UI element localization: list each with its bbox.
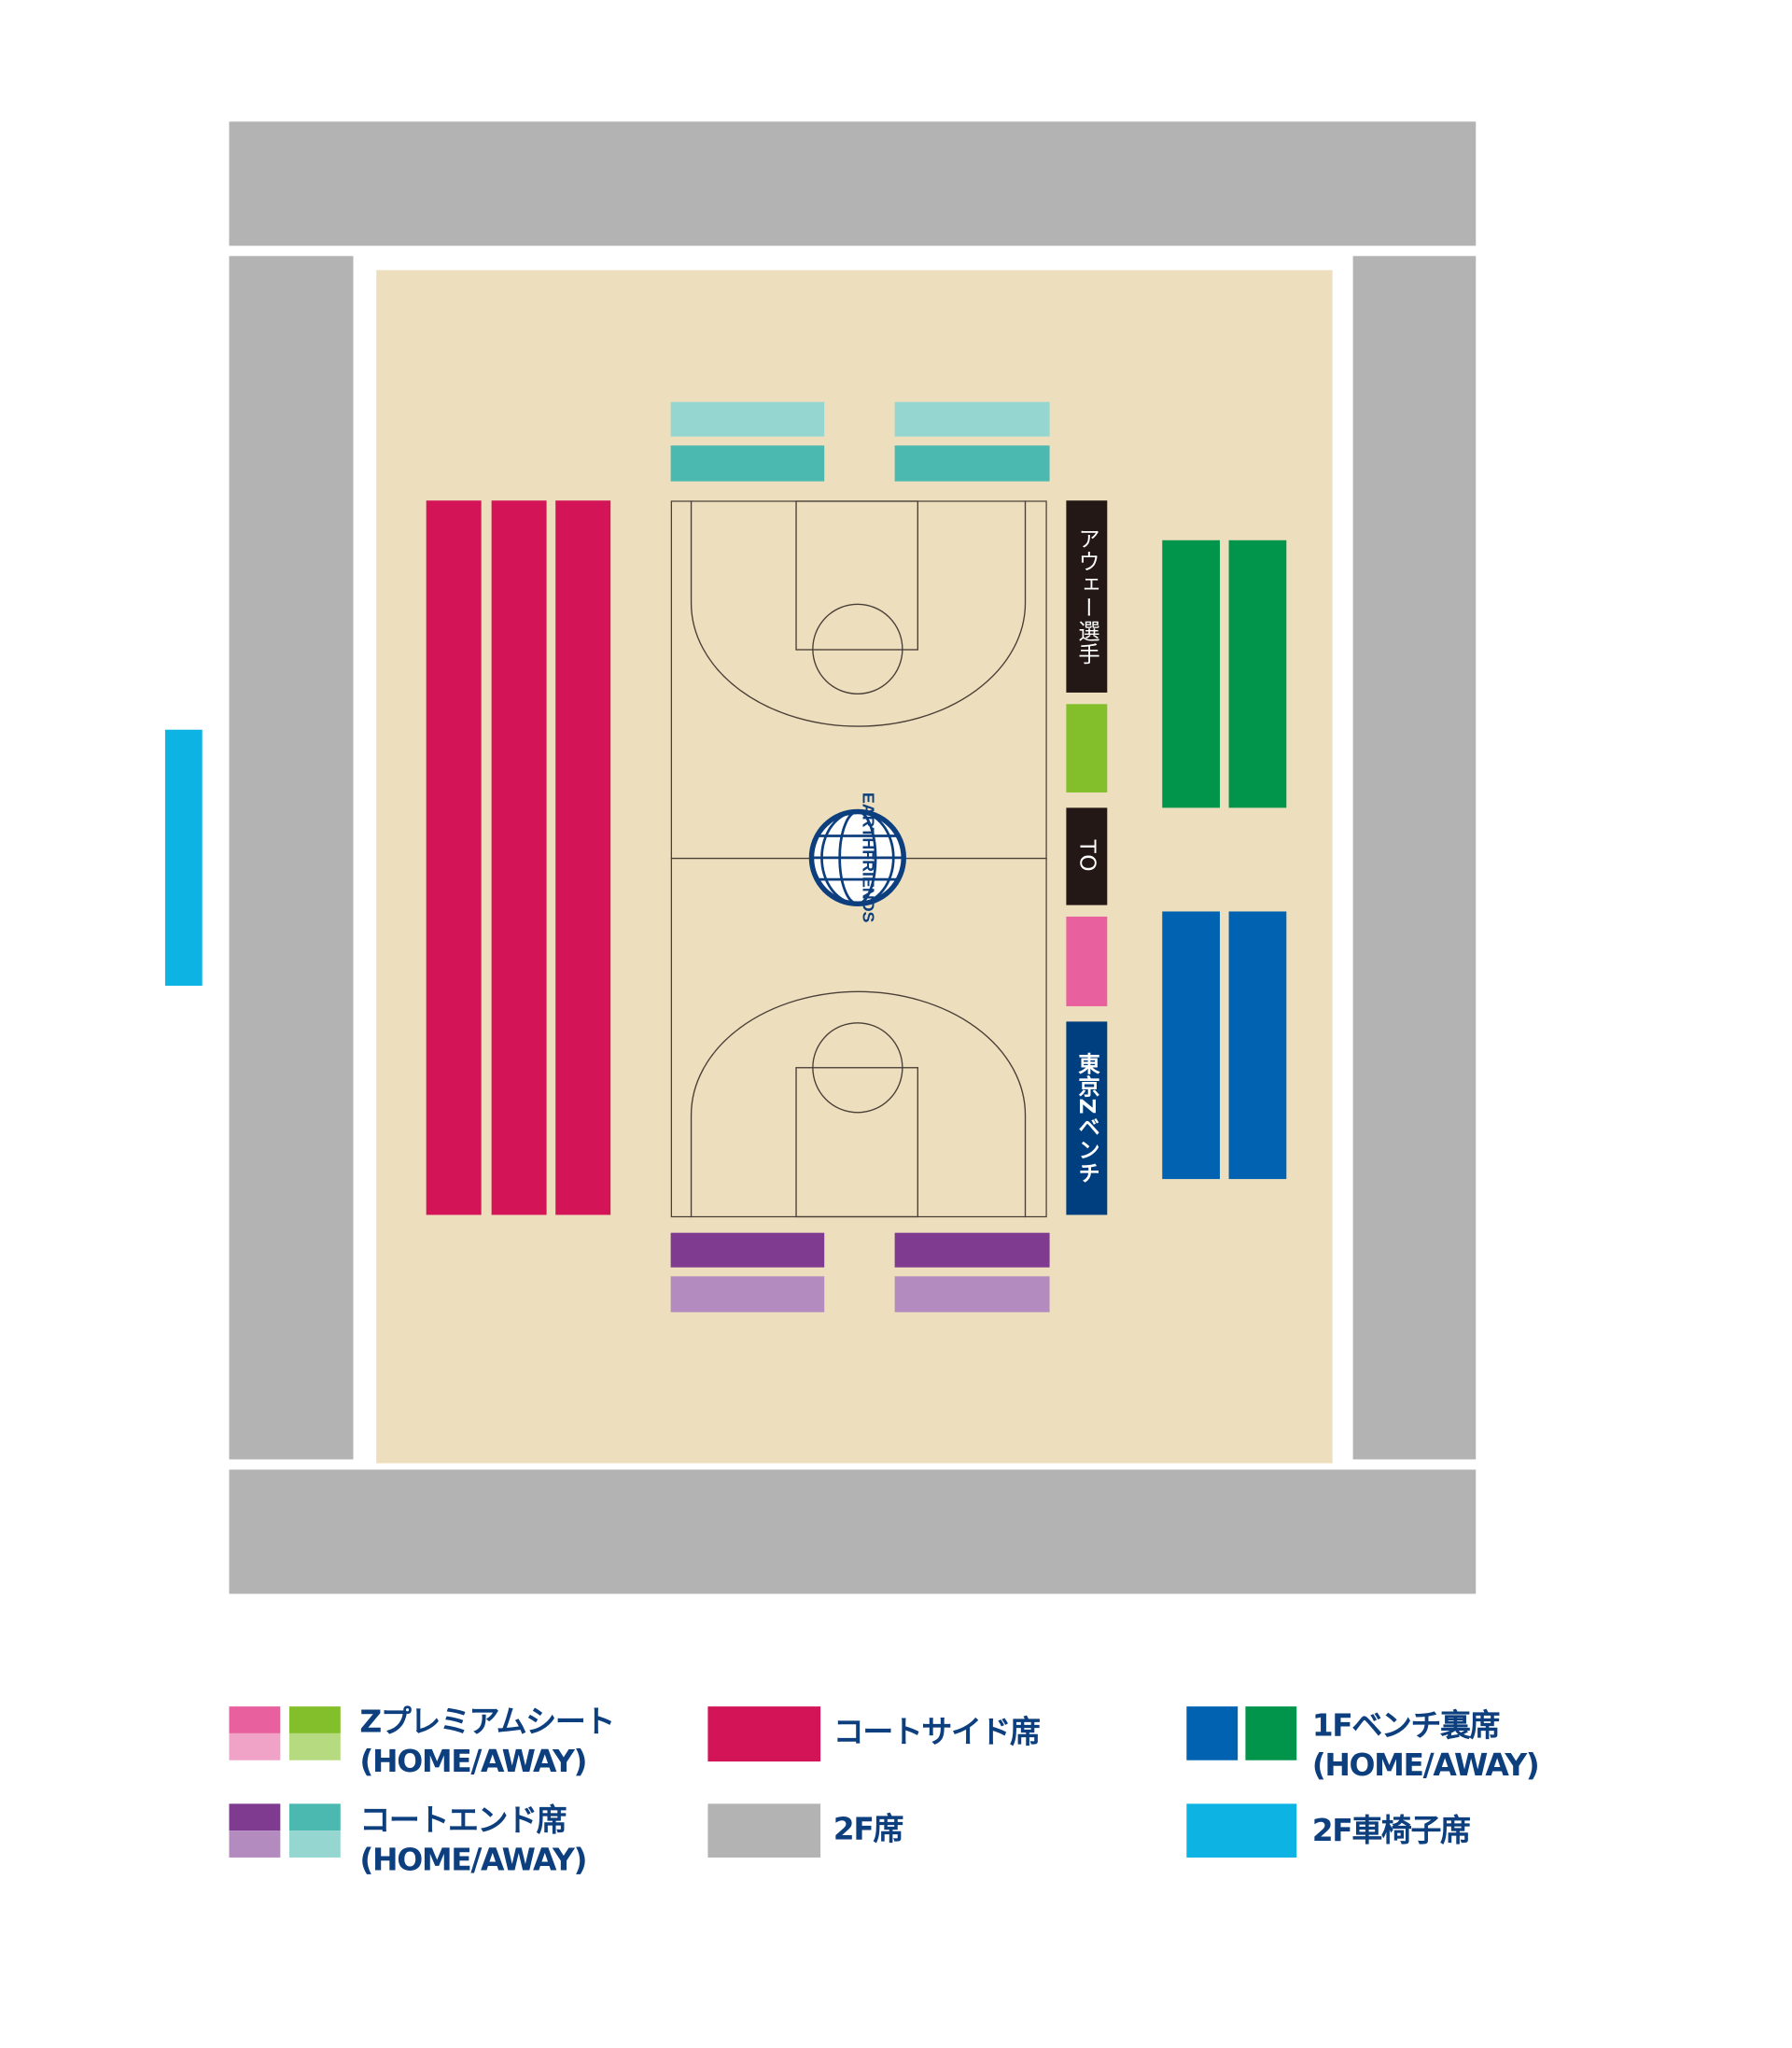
legend-swatch-z-premium-home [229, 1706, 281, 1733]
away-bench: アウェー選手 [1066, 500, 1108, 693]
z-premium-home-seats[interactable] [1066, 916, 1108, 1006]
legend-swatch-court-side [707, 1706, 821, 1762]
court-side-seats-2[interactable] [491, 500, 547, 1215]
legend-bench-back: 1Fベンチ裏席 (HOME/AWAY) [1311, 1706, 1540, 1786]
legend-court-side-label: コートサイド席 [833, 1714, 1041, 1750]
legend-swatch-z-premium-away [288, 1706, 341, 1733]
legend-swatch-2f [707, 1803, 821, 1858]
table-officials-label: TO [1073, 839, 1100, 874]
away-bench-label: アウェー選手 [1072, 527, 1099, 666]
legend-z-premium-label: Zプレミアムシート [359, 1704, 615, 1740]
legend-swatch-bench-back-home [1186, 1706, 1239, 1760]
legend-swatch-z-premium-home-light [229, 1732, 281, 1760]
2f-seats-right[interactable] [1352, 256, 1477, 1460]
court-end-home-seats[interactable] [894, 1276, 1050, 1312]
home-bench-label: 東京Zベンチ [1072, 1052, 1099, 1185]
2f-wheelchair-seats[interactable] [164, 729, 203, 987]
bench-back-home-seats[interactable] [1162, 911, 1220, 1180]
legend-swatch-court-end-home [229, 1803, 281, 1831]
court-side-seats-3[interactable] [555, 500, 611, 1215]
legend-2f-label: 2F席 [833, 1811, 904, 1847]
home-bench: 東京Zベンチ [1066, 1021, 1108, 1215]
2f-seats-left[interactable] [229, 256, 354, 1460]
bench-back-away-seats[interactable] [1228, 540, 1287, 808]
legend-swatch-court-end-away [288, 1803, 341, 1831]
legend-bench-back-label: 1Fベンチ裏席 [1311, 1707, 1501, 1744]
legend-court-end: コートエンド席 (HOME/AWAY) [359, 1802, 587, 1881]
legend-swatch-z-premium-away-light [288, 1732, 341, 1760]
svg-text:EARTHFRIENDS: EARTHFRIENDS [859, 793, 877, 923]
2f-seats-bottom[interactable] [229, 1469, 1477, 1594]
legend-swatch-court-end-home-light [229, 1831, 281, 1858]
court-end-home-seats[interactable] [894, 1232, 1050, 1268]
court-end-home-seats[interactable] [670, 1232, 825, 1268]
legend-court-end-sub: (HOME/AWAY) [359, 1842, 587, 1878]
legend-z-premium-sub: (HOME/AWAY) [359, 1743, 587, 1780]
legend-court-side: コートサイド席 [833, 1713, 1041, 1753]
basketball-court [670, 500, 1047, 1218]
legend-z-premium: Zプレミアムシート (HOME/AWAY) [359, 1703, 615, 1782]
court-end-away-seats[interactable] [894, 401, 1050, 437]
z-premium-away-seats[interactable] [1066, 704, 1108, 793]
legend-wheelchair-label: 2F車椅子席 [1311, 1812, 1471, 1849]
2f-seats-top[interactable] [229, 121, 1477, 246]
court-side-seats-1[interactable] [426, 500, 482, 1215]
court-end-away-seats[interactable] [894, 445, 1050, 482]
court-end-away-seats[interactable] [670, 401, 825, 437]
bench-back-home-seats[interactable] [1228, 911, 1287, 1180]
legend-2f: 2F席 [833, 1810, 904, 1850]
bench-back-away-seats[interactable] [1162, 540, 1220, 808]
court-end-away-seats[interactable] [670, 445, 825, 482]
legend-swatch-court-end-away-light [288, 1831, 341, 1858]
legend-court-end-label: コートエンド席 [359, 1802, 567, 1839]
legend-swatch-bench-back-away [1245, 1706, 1297, 1760]
team-logo: EARTHFRIENDS [808, 793, 906, 923]
legend-wheelchair: 2F車椅子席 [1311, 1812, 1471, 1852]
table-officials: TO [1066, 807, 1108, 905]
court-end-home-seats[interactable] [670, 1276, 825, 1312]
legend-swatch-wheelchair [1186, 1803, 1297, 1858]
legend-bench-back-sub: (HOME/AWAY) [1311, 1747, 1540, 1784]
